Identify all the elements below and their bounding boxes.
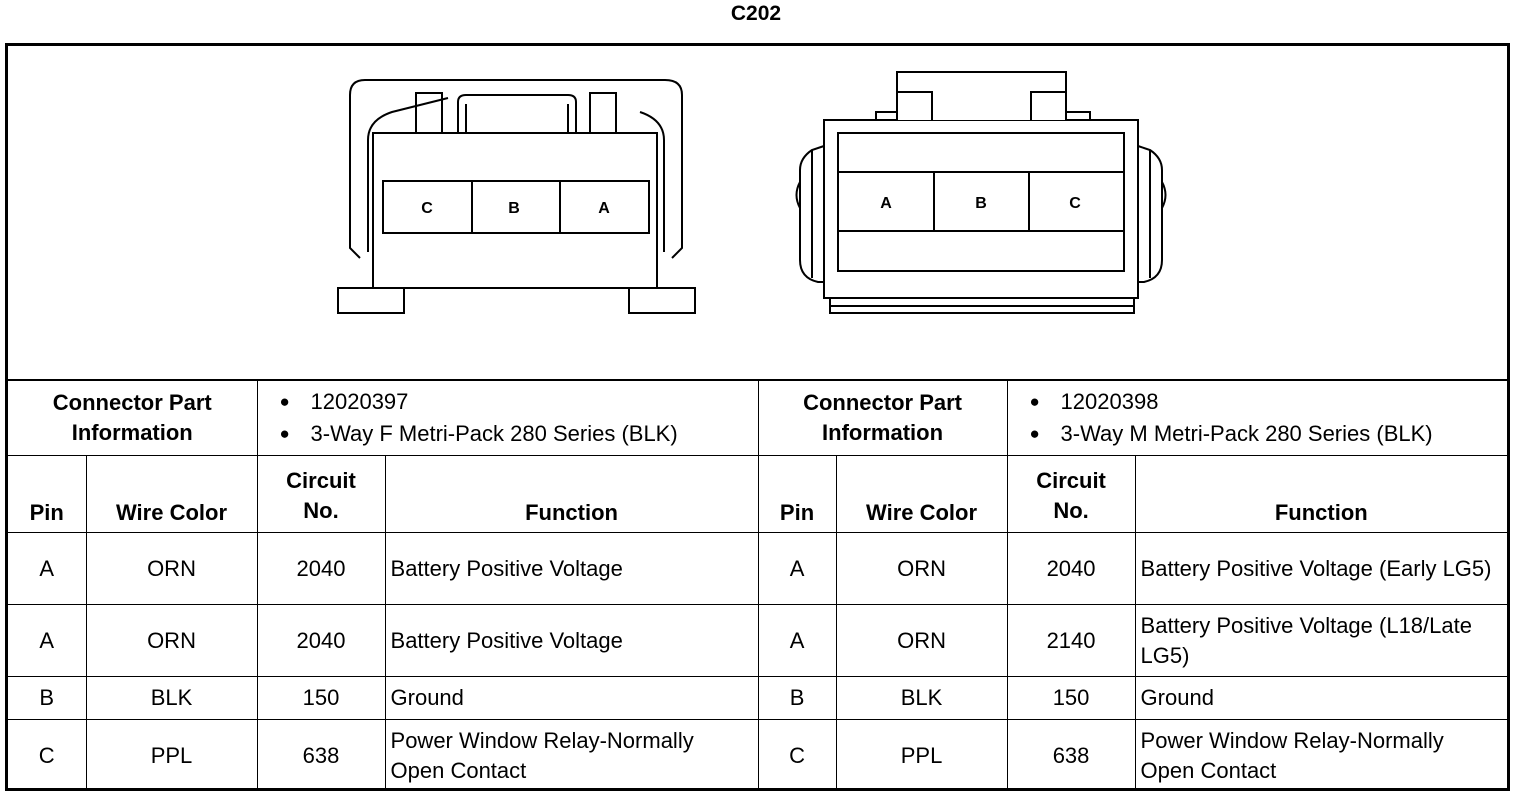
female-connector-drawing bbox=[337, 79, 696, 314]
function-cell: Battery Positive Voltage bbox=[384, 532, 759, 605]
pin-cell: A bbox=[757, 532, 837, 605]
pin-cell: A bbox=[8, 532, 87, 605]
part-description-left: 3-Way F Metri-Pack 280 Series (BLK) bbox=[280, 418, 753, 450]
connector-info-values-right: 12020398 3-Way M Metri-Pack 280 Series (… bbox=[1006, 380, 1508, 456]
header-wire-color-right: Wire Color bbox=[835, 455, 1008, 533]
part-description-right: 3-Way M Metri-Pack 280 Series (BLK) bbox=[1030, 418, 1503, 450]
circuit-cell: 638 bbox=[1006, 719, 1136, 791]
wire-color-cell: ORN bbox=[85, 604, 258, 677]
function-cell: Battery Positive Voltage bbox=[384, 604, 759, 677]
circuit-cell: 2040 bbox=[256, 604, 386, 677]
table-row: A ORN 2040 Battery Positive Voltage A OR… bbox=[8, 604, 1508, 677]
female-cavity-label-a: A bbox=[598, 200, 610, 217]
male-cavity-label-b: B bbox=[975, 195, 987, 212]
header-circuit-right: Circuit No. bbox=[1006, 455, 1136, 533]
pin-cell: B bbox=[757, 676, 837, 720]
wire-color-cell: BLK bbox=[85, 676, 258, 720]
pinout-table: Connector Part Information 12020397 3-Wa… bbox=[8, 380, 1508, 791]
header-pin-left: Pin bbox=[8, 455, 87, 533]
header-function-right: Function bbox=[1134, 455, 1508, 533]
circuit-cell: 2140 bbox=[1006, 604, 1136, 677]
table-header-row: Pin Wire Color Circuit No. Function Pin … bbox=[8, 455, 1508, 533]
wire-color-cell: ORN bbox=[835, 604, 1008, 677]
connector-drawings: C B A A B C bbox=[337, 71, 1167, 314]
female-cavity-label-b: B bbox=[508, 200, 520, 217]
connector-info-label-right: Connector Part Information bbox=[757, 380, 1008, 456]
connector-info-values-left: 12020397 3-Way F Metri-Pack 280 Series (… bbox=[256, 380, 759, 456]
pin-cell: A bbox=[757, 604, 837, 677]
function-cell: Power Window Relay-Normally Open Contact bbox=[384, 719, 759, 791]
pin-cell: C bbox=[8, 719, 87, 791]
connector-info-row: Connector Part Information 12020397 3-Wa… bbox=[8, 380, 1508, 456]
function-cell: Battery Positive Voltage (L18/Late LG5) bbox=[1134, 604, 1508, 677]
wire-color-cell: ORN bbox=[835, 532, 1008, 605]
pin-cell: B bbox=[8, 676, 87, 720]
function-cell: Battery Positive Voltage (Early LG5) bbox=[1134, 532, 1508, 605]
header-wire-color-left: Wire Color bbox=[85, 455, 258, 533]
wire-color-cell: ORN bbox=[85, 532, 258, 605]
male-cavity-label-c: C bbox=[1069, 195, 1081, 212]
diagram-title: C202 bbox=[730, 2, 782, 25]
pin-cell: C bbox=[757, 719, 837, 791]
wire-color-cell: BLK bbox=[835, 676, 1008, 720]
header-circuit-left: Circuit No. bbox=[256, 455, 386, 533]
function-cell: Ground bbox=[384, 676, 759, 720]
table-row: C PPL 638 Power Window Relay-Normally Op… bbox=[8, 719, 1508, 791]
male-cavity-label-a: A bbox=[880, 195, 892, 212]
pin-cell: A bbox=[8, 604, 87, 677]
connector-frame: C B A A B C Connector Part Information 1… bbox=[5, 43, 1510, 791]
connector-diagram-area: C B A A B C bbox=[8, 46, 1507, 380]
part-number-left: 12020397 bbox=[280, 386, 753, 418]
female-cavity-label-c: C bbox=[421, 200, 433, 217]
wire-color-cell: PPL bbox=[835, 719, 1008, 791]
function-cell: Ground bbox=[1134, 676, 1508, 720]
male-connector-drawing bbox=[795, 71, 1167, 314]
header-pin-right: Pin bbox=[757, 455, 837, 533]
header-function-left: Function bbox=[384, 455, 759, 533]
table-row: A ORN 2040 Battery Positive Voltage A OR… bbox=[8, 532, 1508, 605]
circuit-cell: 2040 bbox=[256, 532, 386, 605]
function-cell: Power Window Relay-Normally Open Contact bbox=[1134, 719, 1508, 791]
part-number-right: 12020398 bbox=[1030, 386, 1503, 418]
circuit-cell: 150 bbox=[256, 676, 386, 720]
circuit-cell: 2040 bbox=[1006, 532, 1136, 605]
wire-color-cell: PPL bbox=[85, 719, 258, 791]
connector-info-label-left: Connector Part Information bbox=[8, 380, 258, 456]
table-row: B BLK 150 Ground B BLK 150 Ground bbox=[8, 676, 1508, 720]
circuit-cell: 150 bbox=[1006, 676, 1136, 720]
circuit-cell: 638 bbox=[256, 719, 386, 791]
